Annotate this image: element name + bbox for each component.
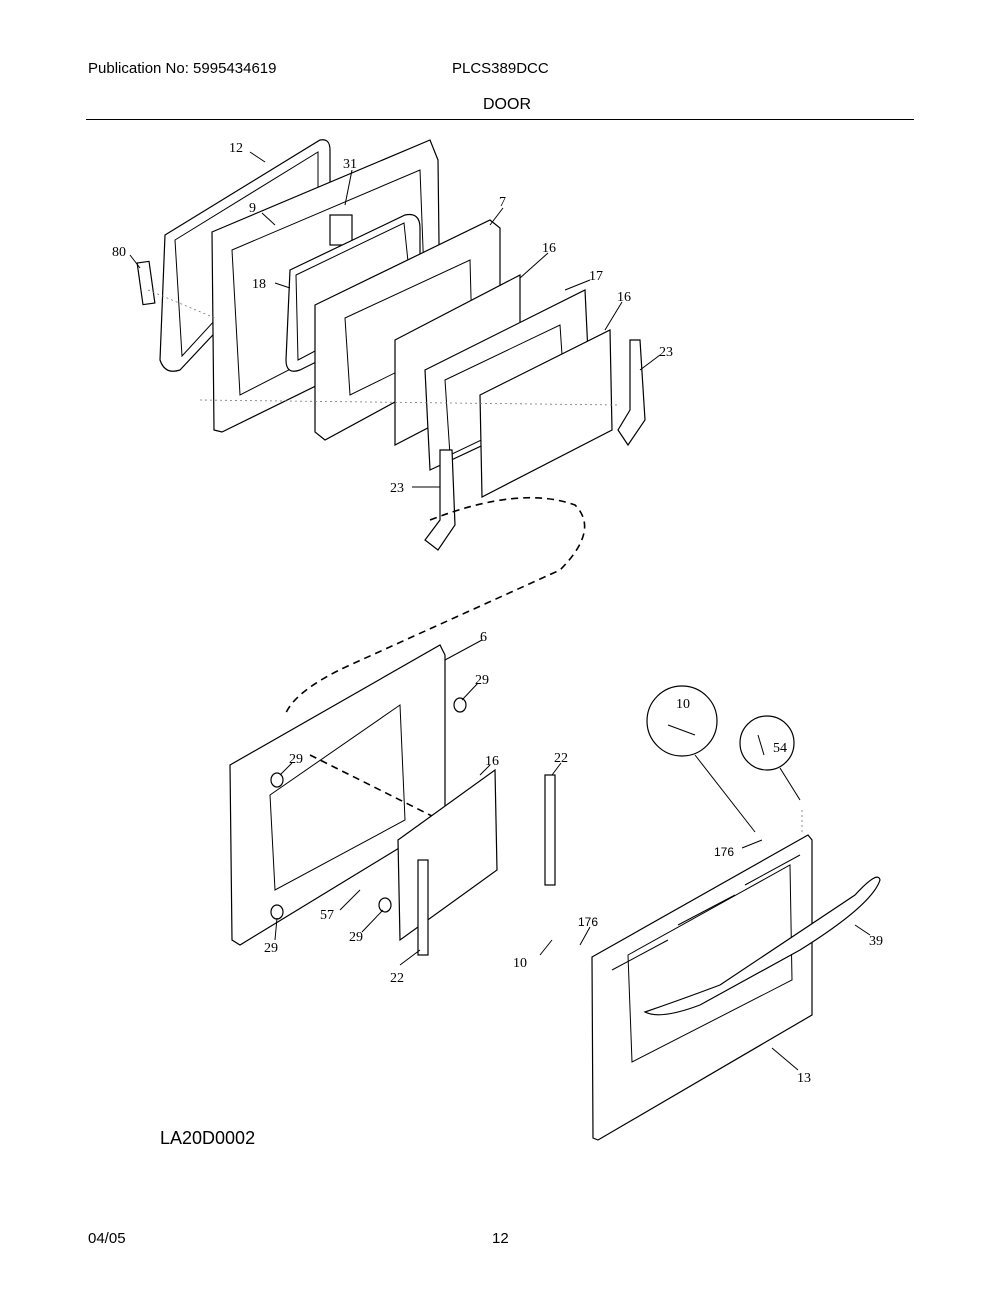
channel-22-right xyxy=(544,774,556,886)
callout-16: 16 xyxy=(542,241,556,256)
callout-22: 22 xyxy=(390,971,404,986)
outer-door-13 xyxy=(591,834,813,1141)
callout-29: 29 xyxy=(475,673,489,688)
section-title: DOOR xyxy=(483,96,531,113)
callout-9: 9 xyxy=(249,201,256,216)
model-number: PLCS389DCC xyxy=(452,60,549,77)
callout-31: 31 xyxy=(343,157,357,172)
callout-23: 23 xyxy=(659,345,673,360)
callout-29: 29 xyxy=(264,941,278,956)
channel-22-left xyxy=(417,859,429,956)
door-handle-39 xyxy=(643,876,881,1016)
header-divider xyxy=(86,119,914,120)
callout-17: 17 xyxy=(589,269,603,284)
callout-39: 39 xyxy=(869,934,883,949)
callout-12: 12 xyxy=(229,141,243,156)
callout-16: 16 xyxy=(485,754,499,769)
label-80 xyxy=(136,260,156,306)
callout-176: 176 xyxy=(714,845,734,859)
callout-29: 29 xyxy=(289,752,303,767)
callout-22: 22 xyxy=(554,751,568,766)
callout-16: 16 xyxy=(617,290,631,305)
callout-57: 57 xyxy=(320,908,334,923)
callout-23: 23 xyxy=(390,481,404,496)
hinges-23 xyxy=(424,339,646,551)
callout-54: 54 xyxy=(773,741,787,756)
publication-number: Publication No: 5995434619 xyxy=(88,60,277,77)
routing-dashed-line xyxy=(284,496,586,716)
callout-10: 10 xyxy=(513,956,527,971)
callout-6: 6 xyxy=(480,630,487,645)
diagram-code: LA20D0002 xyxy=(160,1128,256,1148)
callout-80: 80 xyxy=(112,245,126,260)
screw-54-detail xyxy=(739,715,795,771)
callout-7: 7 xyxy=(499,195,506,210)
alignment-dashed-line xyxy=(309,754,461,831)
callout-176: 176 xyxy=(578,915,598,929)
callout-18: 18 xyxy=(252,277,266,292)
screw-10-detail xyxy=(646,685,718,757)
callout-10: 10 xyxy=(676,697,690,712)
footer-date: 04/05 xyxy=(88,1230,126,1247)
callout-29: 29 xyxy=(349,930,363,945)
callout-13: 13 xyxy=(797,1071,811,1086)
page-number: 12 xyxy=(492,1230,509,1247)
